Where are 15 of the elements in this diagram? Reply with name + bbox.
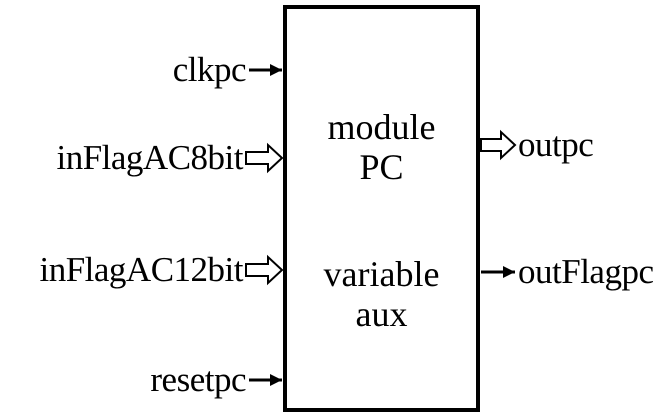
- arrow: [249, 374, 282, 386]
- module-box: [283, 5, 480, 412]
- module-label: variable aux: [322, 254, 440, 334]
- arrow: [481, 266, 515, 278]
- signal-label: resetpc: [150, 358, 246, 402]
- signal-label: clkpc: [172, 48, 246, 92]
- signal-label: outFlagpc: [518, 250, 654, 294]
- signal-label: outpc: [518, 123, 594, 167]
- bus-arrow: [245, 142, 284, 174]
- bus-arrow: [245, 254, 284, 286]
- bus-arrow: [480, 130, 516, 160]
- signal-label: inFlagAC8bit: [56, 136, 243, 180]
- signal-label: inFlagAC12bit: [39, 248, 243, 292]
- arrow: [249, 64, 282, 76]
- module-label: module PC: [326, 107, 436, 187]
